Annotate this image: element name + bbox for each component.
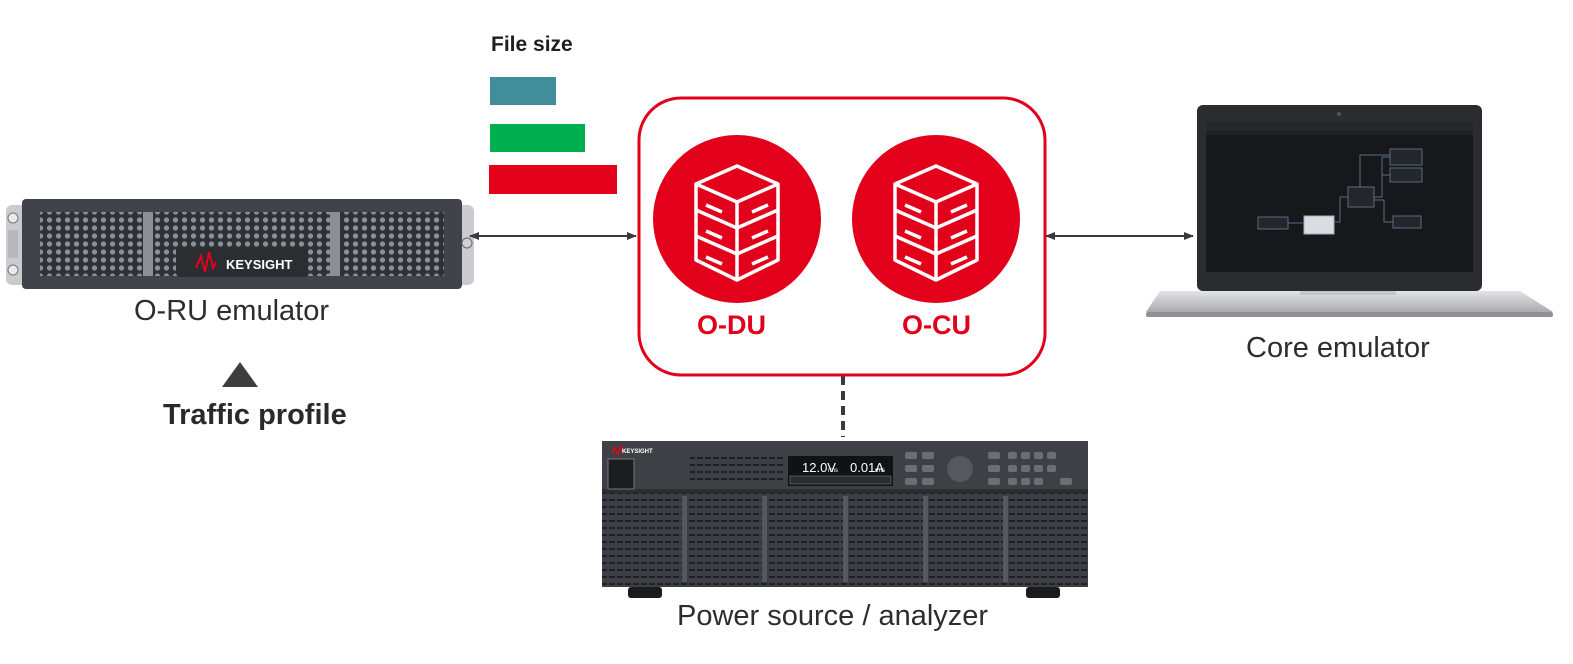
oru-emulator-label: O-RU emulator bbox=[134, 295, 329, 327]
power-voltage-unit: rms bbox=[828, 468, 838, 474]
legend-bar-small bbox=[490, 77, 556, 105]
triangle-up-icon bbox=[222, 362, 258, 387]
traffic-profile-label: Traffic profile bbox=[163, 399, 347, 431]
core-emulator-laptop bbox=[1146, 105, 1553, 317]
odu-label: O-DU bbox=[697, 310, 766, 340]
power-voltage-readout: 12.0V bbox=[802, 460, 836, 475]
oru-brand-text: KEYSIGHT bbox=[226, 257, 293, 272]
power-current-readout: 0.01A bbox=[850, 460, 884, 475]
power-analyzer-label: Power source / analyzer bbox=[677, 600, 989, 632]
power-current-unit: rms bbox=[875, 468, 885, 474]
power-analyzer-device bbox=[602, 441, 1088, 598]
core-emulator-label: Core emulator bbox=[1246, 332, 1430, 364]
legend-title: File size bbox=[491, 33, 573, 56]
ocu-label: O-CU bbox=[902, 310, 971, 340]
legend-bar-medium bbox=[490, 124, 585, 152]
oru-emulator-device bbox=[6, 199, 474, 289]
odu-server-icon bbox=[653, 135, 821, 303]
power-brand-text: KEYSIGHT bbox=[622, 449, 653, 455]
legend-bar-large bbox=[489, 165, 617, 194]
ocu-server-icon bbox=[852, 135, 1020, 303]
